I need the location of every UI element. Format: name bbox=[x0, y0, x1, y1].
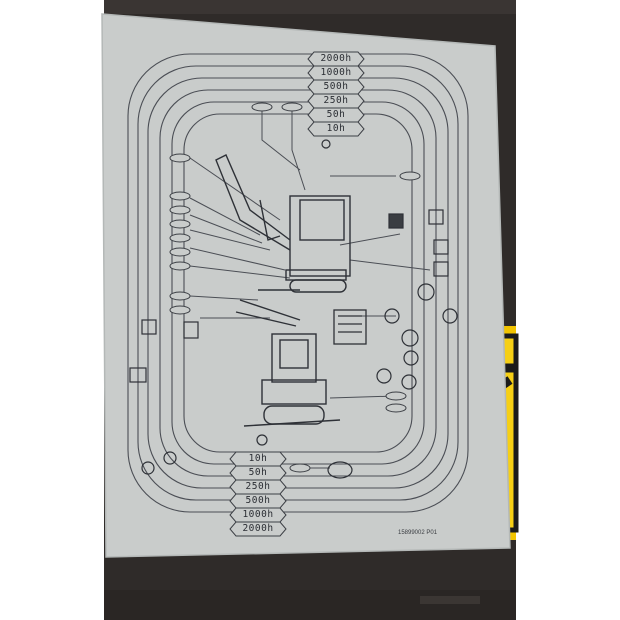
panel-hinge bbox=[420, 596, 480, 604]
interval-label-bottom-1000h: 1000h bbox=[242, 509, 274, 520]
connector-lines bbox=[189, 108, 431, 469]
interval-label-top-2000h: 2000h bbox=[320, 53, 352, 64]
interval-tags-top bbox=[307, 51, 365, 137]
panel-bottom-edge bbox=[104, 590, 516, 620]
interval-label-bottom-2000h: 2000h bbox=[242, 523, 274, 534]
interval-label-top-10h: 10h bbox=[326, 123, 346, 134]
service-point-markers bbox=[169, 102, 421, 473]
interval-label-bottom-50h: 50h bbox=[248, 467, 268, 478]
interval-label-top-500h: 500h bbox=[323, 81, 349, 92]
engine-block bbox=[333, 309, 367, 345]
panel-top-edge bbox=[104, 0, 516, 14]
decal-part-code: 15899002 P01 bbox=[398, 530, 438, 536]
interval-tags-bottom bbox=[229, 451, 287, 537]
interval-loops bbox=[127, 53, 469, 513]
interval-label-bottom-250h: 250h bbox=[245, 481, 271, 492]
interval-label-top-1000h: 1000h bbox=[320, 67, 352, 78]
interval-label-bottom-10h: 10h bbox=[248, 453, 268, 464]
service-icons bbox=[129, 139, 458, 479]
maintenance-decal bbox=[101, 13, 511, 558]
excavator-side-view bbox=[215, 154, 351, 293]
interval-label-bottom-500h: 500h bbox=[245, 495, 271, 506]
interval-label-top-250h: 250h bbox=[323, 95, 349, 106]
excavator-rear-view bbox=[235, 299, 341, 427]
interval-label-top-50h: 50h bbox=[326, 109, 346, 120]
